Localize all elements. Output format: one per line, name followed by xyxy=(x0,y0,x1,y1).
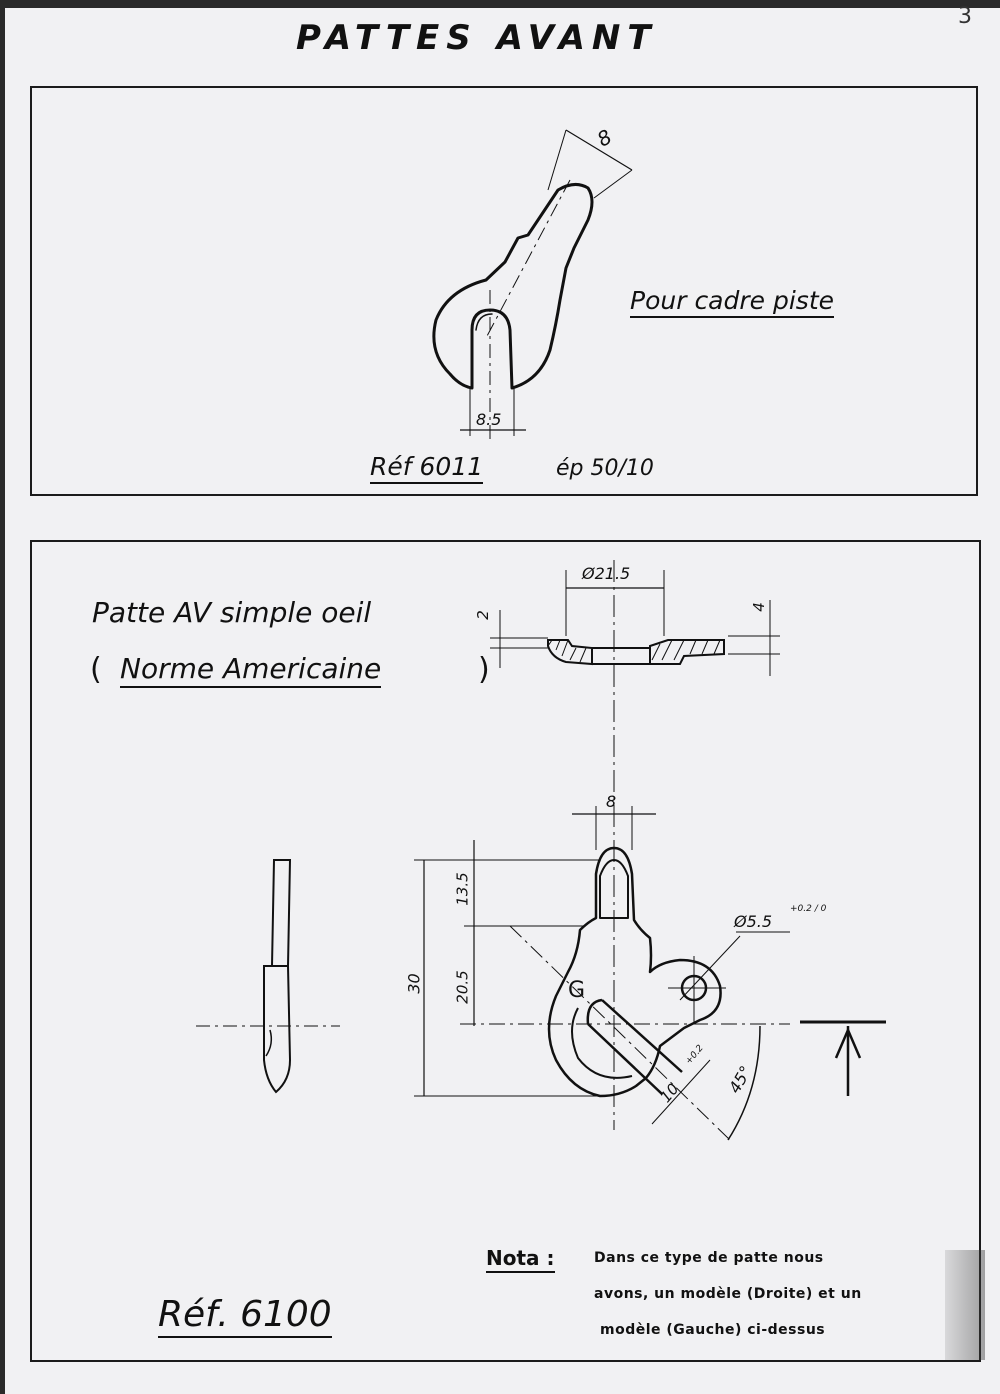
panel2-heading-line2: Norme Americaine xyxy=(120,652,382,688)
panel1-ref-label: Réf 6011 xyxy=(370,452,484,484)
note-line-3: modèle (Gauche) ci-dessus xyxy=(600,1322,826,1338)
dim-top-diameter-label: Ø21.5 xyxy=(582,564,631,583)
lug-drawing-6011 xyxy=(432,183,594,390)
note-line-1: Dans ce type de patte nous xyxy=(594,1250,824,1266)
dim-hole-tolerance: +0.2 / 0 xyxy=(790,904,827,914)
dim-hole-label: Ø5.5 xyxy=(734,912,773,931)
dim-13-5-label: 13.5 xyxy=(453,872,472,906)
drawing-panel-ref-6100 xyxy=(30,540,981,1362)
dim-right-thickness-label: 4 xyxy=(749,602,768,612)
drawing-panel-ref-6011 xyxy=(30,86,978,496)
panel2-ref-label: Réf. 6100 xyxy=(158,1294,332,1338)
page-title: PATTES AVANT xyxy=(296,18,658,58)
dim-30-label: 30 xyxy=(404,973,424,994)
scan-edge-left xyxy=(0,0,5,1394)
scan-edge-top xyxy=(0,0,1000,8)
dim-left-thickness-label: 2 xyxy=(473,610,492,620)
page-number: 3 xyxy=(958,4,972,29)
dim-width-label: 8 xyxy=(606,792,617,811)
panel1-ref-note: ép 50/10 xyxy=(556,456,654,481)
panel2-heading-line2-close: ) xyxy=(478,652,490,687)
note-label: Nota : xyxy=(486,1246,555,1273)
scan-smudge xyxy=(945,1250,985,1360)
section-view xyxy=(547,639,725,666)
dim-20-5-label: 20.5 xyxy=(453,970,472,1004)
side-view xyxy=(263,859,292,1094)
note-line-2: avons, un modèle (Droite) et un xyxy=(594,1286,862,1302)
dim-slot-label: 8.5 xyxy=(476,410,502,429)
panel2-heading-line2-open: ( xyxy=(90,652,102,687)
center-of-gravity-label: G xyxy=(568,978,586,1003)
panel2-heading-line1: Patte AV simple oeil xyxy=(92,596,372,629)
panel1-caption: Pour cadre piste xyxy=(630,286,835,318)
